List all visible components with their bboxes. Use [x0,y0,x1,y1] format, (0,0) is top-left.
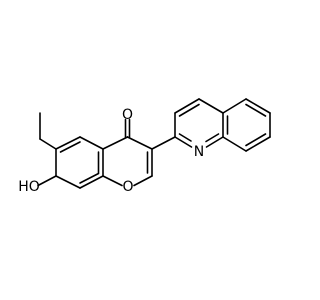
atom-oh-group: HO [18,179,40,195]
bond-n-q2-inner [178,133,192,142]
bond-q3-q4 [174,98,200,114]
bond-q8a-n [205,136,224,148]
bond-c8-c8a-inner [79,172,100,184]
bond-c6-ch2 [39,138,57,150]
bond-c4-c3 [126,136,153,150]
bond-c4a-c5 [79,136,104,150]
bond-q3-q4-inner [178,103,200,117]
bond-lines [37,98,271,189]
bond-c7-c8 [55,175,81,189]
bond-q4a-q5 [222,98,247,114]
bond-c8-c8a [79,175,104,189]
bond-q4-q4a [198,98,224,114]
bond-c4a-c4 [102,136,129,150]
bond-c3-quinoline [151,136,176,150]
atom-o-ring: O [122,179,133,195]
bond-c7-oh [37,175,57,187]
chemical-structure: O HO O N [0,0,300,300]
bond-q5-q6 [245,98,271,114]
bond-o1-c8a [102,175,123,187]
bond-c2-o1 [133,175,153,187]
bond-q8a-n-inner [205,133,220,143]
bond-c5-c6-inner [59,141,81,153]
atom-o-carbonyl: O [122,107,133,123]
atom-n-quinoline: N [194,144,204,160]
bond-q8-q8a [222,136,247,152]
bond-c5-c6 [55,136,81,150]
bond-q5-q6-inner [245,103,267,117]
atom-labels: O HO O N [18,107,204,195]
bond-q7-q8 [245,136,271,152]
bond-q7-q8-inner [245,133,267,147]
bond-n-q2 [174,136,193,148]
canvas-background [0,0,300,300]
